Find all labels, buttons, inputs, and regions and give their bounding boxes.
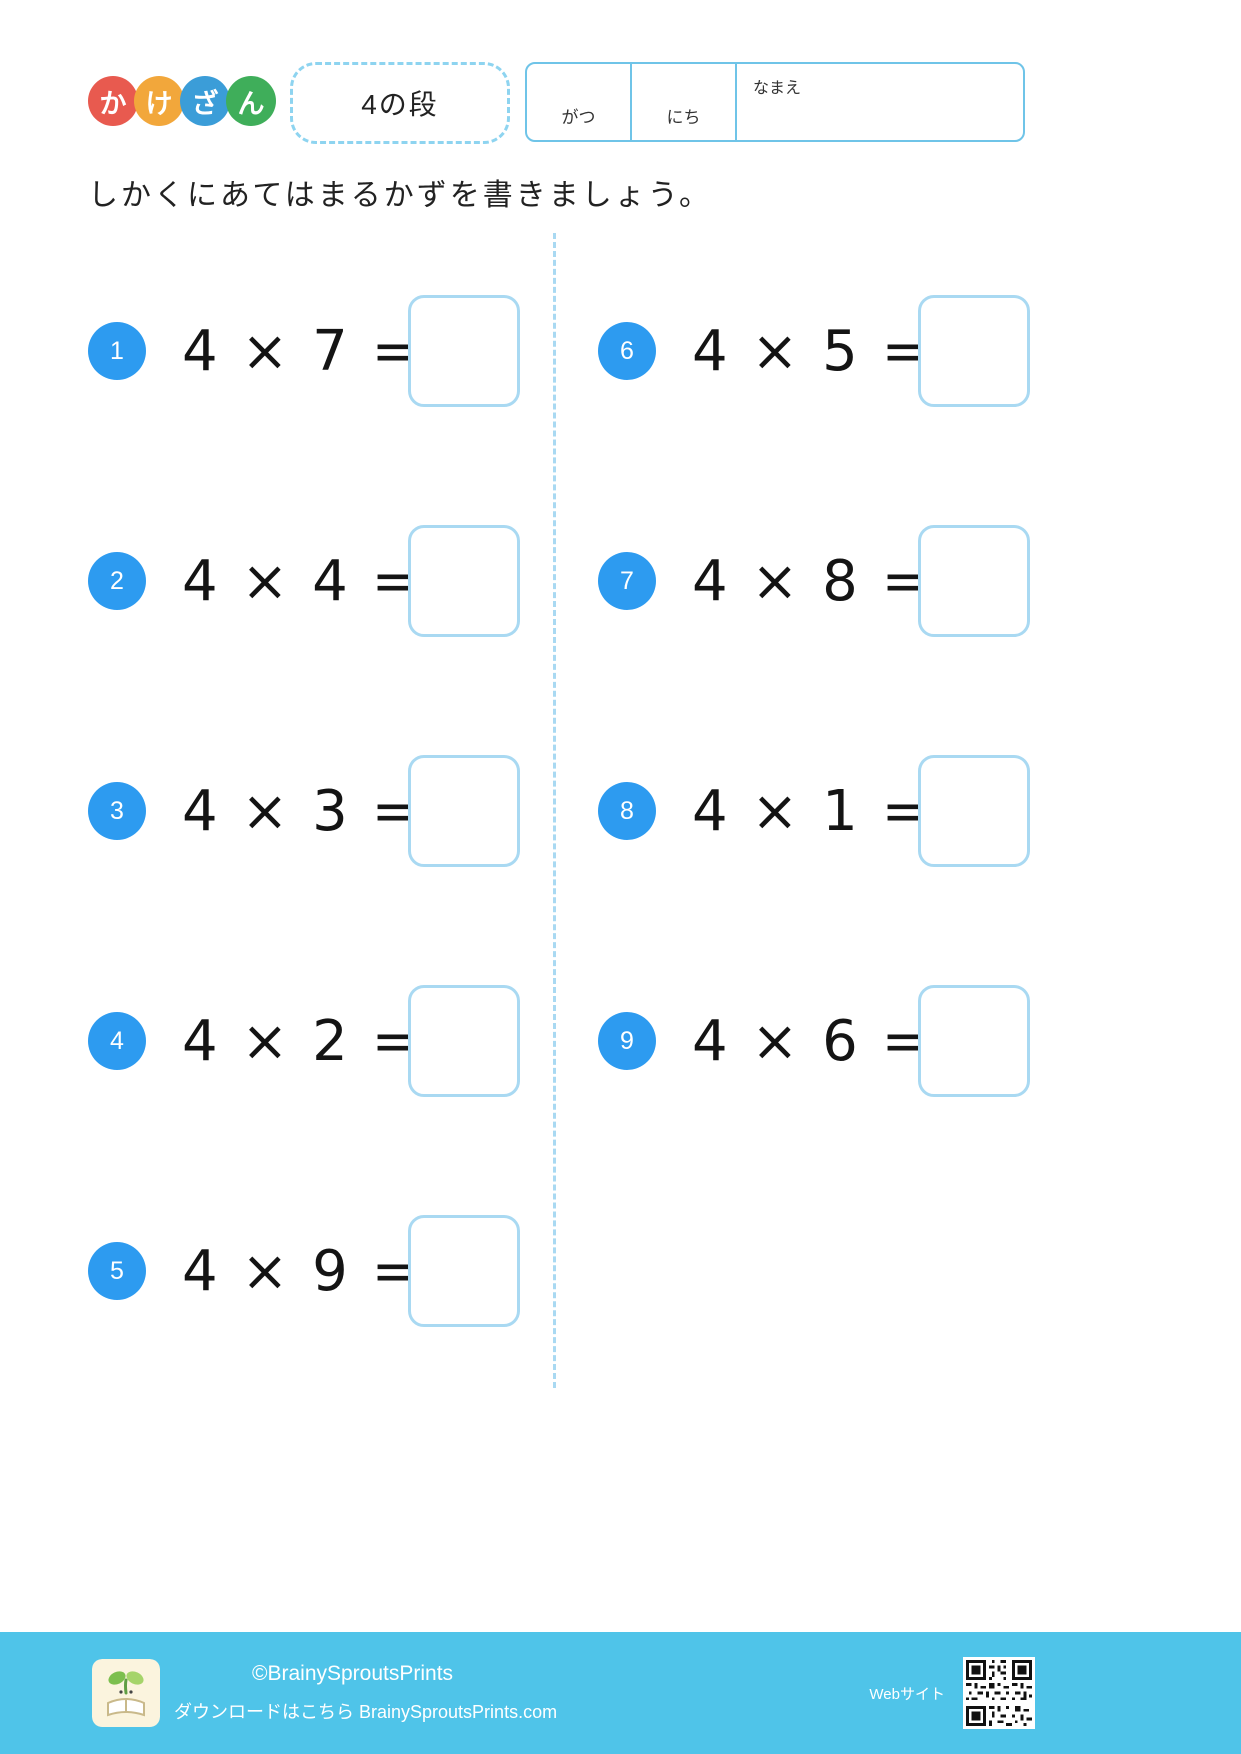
- name-field[interactable]: なまえ: [737, 64, 1023, 140]
- problem-number-badge: 9: [598, 1012, 656, 1070]
- problem-number-badge: 1: [88, 322, 146, 380]
- date-name-box: がつ にち なまえ: [525, 62, 1025, 142]
- problem-number-badge: 3: [88, 782, 146, 840]
- problem-number: 7: [620, 566, 634, 595]
- month-label: がつ: [561, 107, 596, 127]
- mascot-icon: [92, 1659, 160, 1727]
- answer-box[interactable]: [918, 525, 1030, 637]
- problem-row: 2 4 × 4 =: [88, 523, 520, 639]
- logo-char-n: ん: [226, 76, 276, 126]
- problem-number-badge: 4: [88, 1012, 146, 1070]
- answer-box[interactable]: [408, 985, 520, 1097]
- answer-box[interactable]: [918, 985, 1030, 1097]
- problem-number-badge: 5: [88, 1242, 146, 1300]
- answer-box[interactable]: [408, 525, 520, 637]
- problem-expression: 4 × 5 =: [692, 318, 929, 384]
- name-label: なまえ: [753, 80, 802, 97]
- problem-row: 4 4 × 2 =: [88, 983, 520, 1099]
- problem-expression: 4 × 4 =: [182, 548, 419, 614]
- problem-expression: 4 × 3 =: [182, 778, 419, 844]
- problem-number-badge: 6: [598, 322, 656, 380]
- problem-number: 5: [110, 1256, 124, 1285]
- problem-row: 1 4 × 7 =: [88, 293, 520, 409]
- month-field[interactable]: がつ: [527, 64, 632, 140]
- problem-expression: 4 × 7 =: [182, 318, 419, 384]
- problem-number: 4: [110, 1026, 124, 1055]
- instruction-text: しかくにあてはまるかずを書きましょう。: [88, 179, 712, 212]
- problem-number: 1: [110, 336, 124, 365]
- problems-left-column: 1 4 × 7 = 2 4 × 4 = 3 4 × 3 = 4 4 × 2 = …: [88, 293, 520, 1443]
- problem-expression: 4 × 9 =: [182, 1238, 419, 1304]
- problem-number: 9: [620, 1026, 634, 1055]
- problems-right-column: 6 4 × 5 = 7 4 × 8 = 8 4 × 1 = 9 4 × 6 =: [598, 293, 1030, 1213]
- copyright-text: ©BrainySproutsPrints: [252, 1662, 454, 1685]
- download-link-text[interactable]: ダウンロードはこちら BrainySproutsPrints.com: [174, 1702, 558, 1722]
- problem-number: 3: [110, 796, 124, 825]
- problem-row: 3 4 × 3 =: [88, 753, 520, 869]
- problem-row: 7 4 × 8 =: [598, 523, 1030, 639]
- problem-number-badge: 2: [88, 552, 146, 610]
- worksheet-title: 4の段: [361, 89, 439, 120]
- answer-box[interactable]: [408, 295, 520, 407]
- logo-char-ka: か: [88, 76, 138, 126]
- footer-texts: ©BrainySproutsPrints ダウンロードはこちら BrainySp…: [174, 1662, 557, 1724]
- answer-box[interactable]: [918, 295, 1030, 407]
- problem-number-badge: 8: [598, 782, 656, 840]
- problem-row: 8 4 × 1 =: [598, 753, 1030, 869]
- problem-expression: 4 × 6 =: [692, 1008, 929, 1074]
- answer-box[interactable]: [408, 1215, 520, 1327]
- kakezan-logo: か け ざ ん: [88, 76, 276, 126]
- answer-box[interactable]: [918, 755, 1030, 867]
- column-divider: [553, 233, 556, 1388]
- problem-expression: 4 × 1 =: [692, 778, 929, 844]
- logo-char-ke: け: [134, 76, 184, 126]
- worksheet-title-box: 4の段: [290, 62, 510, 144]
- problem-row: 6 4 × 5 =: [598, 293, 1030, 409]
- problem-number: 2: [110, 566, 124, 595]
- footer-right: Webサイト: [869, 1657, 1035, 1729]
- day-label: にち: [666, 107, 701, 127]
- problem-row: 5 4 × 9 =: [88, 1213, 520, 1329]
- problem-row: 9 4 × 6 =: [598, 983, 1030, 1099]
- website-label: Webサイト: [869, 1685, 945, 1703]
- logo-char-za: ざ: [180, 76, 230, 126]
- problem-number: 6: [620, 336, 634, 365]
- problem-expression: 4 × 2 =: [182, 1008, 419, 1074]
- footer-bar: ©BrainySproutsPrints ダウンロードはこちら BrainySp…: [0, 1632, 1241, 1754]
- problem-number-badge: 7: [598, 552, 656, 610]
- problem-expression: 4 × 8 =: [692, 548, 929, 614]
- answer-box[interactable]: [408, 755, 520, 867]
- day-field[interactable]: にち: [632, 64, 737, 140]
- problem-number: 8: [620, 796, 634, 825]
- qr-code: [963, 1657, 1035, 1729]
